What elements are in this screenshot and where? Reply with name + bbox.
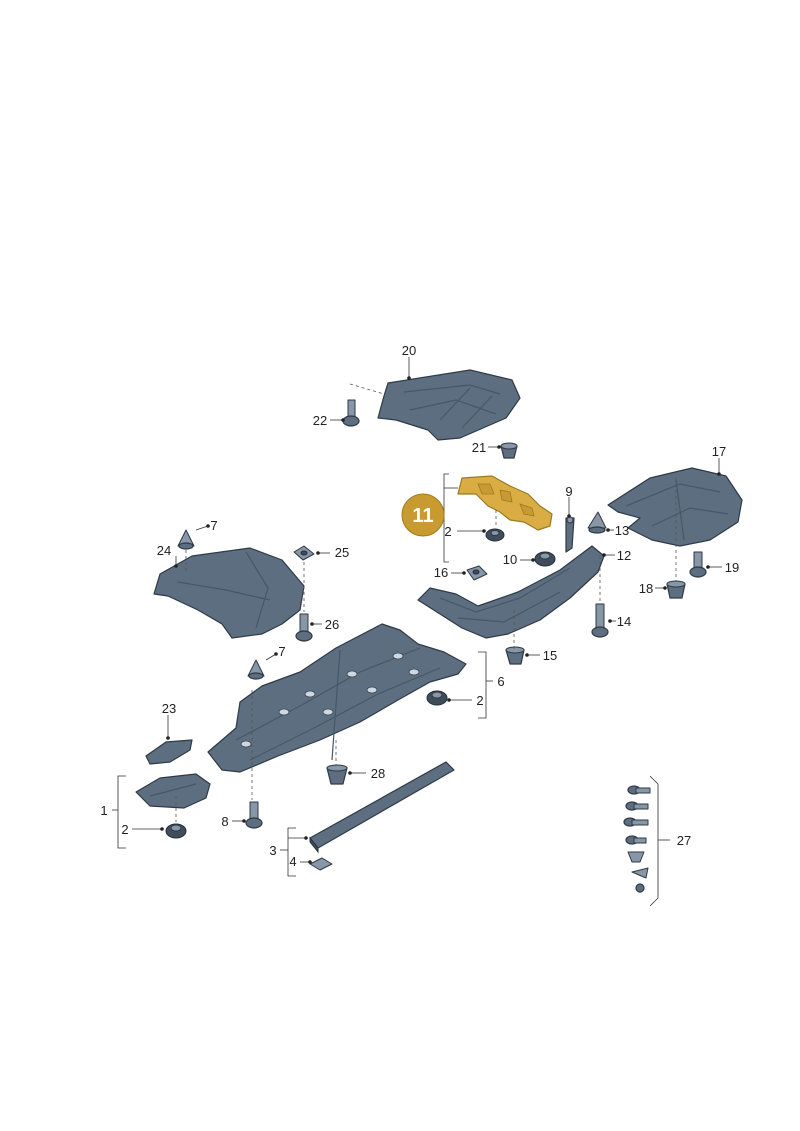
label-16: 16 (434, 565, 448, 580)
part-20-shield (377, 369, 521, 441)
nut-18 (666, 580, 686, 599)
nut-21 (500, 442, 518, 459)
clip-25 (293, 545, 315, 561)
nut-28 (326, 764, 348, 785)
label-28: 28 (371, 766, 385, 781)
clip-7-lower (247, 659, 265, 680)
nut-2-lower (165, 823, 187, 839)
badge-text: 11 (412, 505, 433, 527)
label-2-upper: 2 (444, 524, 451, 539)
part-labels: 20 22 21 17 9 2 13 10 12 19 18 14 15 16 … (100, 343, 739, 869)
label-4: 4 (289, 854, 296, 869)
part-9-rod (565, 516, 575, 553)
label-22: 22 (313, 413, 327, 428)
clip-16 (466, 565, 488, 581)
label-20: 20 (402, 343, 416, 358)
bolt-19 (689, 551, 707, 578)
part-11-highlighted-bracket (457, 475, 553, 531)
label-15: 15 (543, 648, 557, 663)
label-1: 1 (100, 803, 107, 818)
part-3-side-rail (309, 761, 455, 854)
label-12: 12 (617, 548, 631, 563)
label-7-lower: 7 (278, 644, 285, 659)
label-9: 9 (565, 484, 572, 499)
label-26: 26 (325, 617, 339, 632)
nut-2-middle (426, 690, 448, 706)
label-25: 25 (335, 545, 349, 560)
label-23: 23 (162, 701, 176, 716)
label-10: 10 (503, 552, 517, 567)
clip-4 (309, 857, 333, 871)
label-6: 6 (497, 674, 504, 689)
label-7-upper: 7 (210, 518, 217, 533)
label-14: 14 (617, 614, 631, 629)
label-24: 24 (157, 543, 171, 558)
part-23-bracket (145, 739, 193, 765)
label-18: 18 (639, 581, 653, 596)
nut-2-upper (485, 528, 505, 542)
part-12-tunnel-shield (417, 545, 605, 639)
part-6-main-shield (207, 623, 467, 773)
clip-13 (587, 511, 607, 534)
label-3: 3 (269, 843, 276, 858)
bolt-26 (295, 613, 313, 642)
part-24-shield (153, 547, 305, 639)
nut-15 (505, 646, 525, 665)
label-21: 21 (472, 440, 486, 455)
label-8: 8 (221, 814, 228, 829)
label-17: 17 (712, 444, 726, 459)
part-17-shield (607, 467, 743, 547)
highlight-badge-11[interactable]: 11 (401, 493, 445, 537)
label-13: 13 (615, 523, 629, 538)
leader-lines (112, 357, 722, 907)
part-1-bracket (135, 773, 211, 809)
part-27-fastener-set (623, 785, 651, 893)
clip-7-upper (177, 529, 195, 550)
nut-10 (534, 551, 556, 567)
label-2-middle: 2 (476, 693, 483, 708)
label-2-lower: 2 (121, 822, 128, 837)
label-19: 19 (725, 560, 739, 575)
bolt-22 (342, 399, 360, 427)
bolt-8 (245, 801, 263, 829)
label-27: 27 (677, 833, 691, 848)
bolt-14 (591, 603, 609, 638)
